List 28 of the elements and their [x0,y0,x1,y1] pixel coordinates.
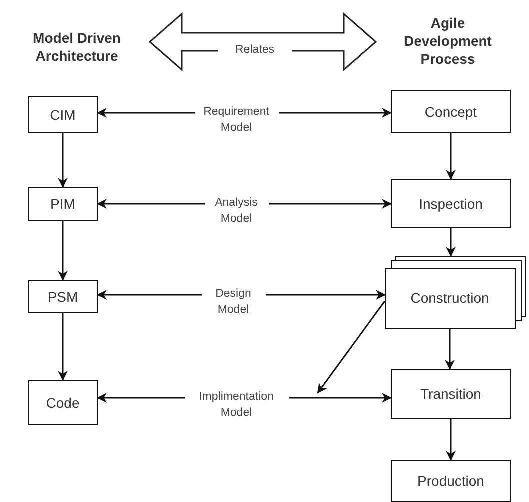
process-box [391,369,511,419]
multi-document-box [385,256,527,330]
process-box [28,96,98,133]
process-box [28,380,98,425]
box-label: Code [46,394,80,410]
arrow [446,228,456,257]
arrow [446,133,456,180]
process-box [28,187,98,221]
box-label: PSM [48,288,78,304]
arrow [58,133,68,188]
box-label: Transition [420,386,482,402]
arrow [445,329,455,370]
arrow [446,419,456,461]
process-box [391,90,511,133]
box-label: Inspection [419,196,483,212]
box-label: Production [418,473,484,489]
heading-text: Model Driven Architecture [32,28,122,66]
heading-text: Agile Development Process [403,14,493,68]
box-label: PIM [50,196,76,212]
process-box [28,280,98,313]
box-label: Construction [410,289,490,308]
arrow [58,221,68,281]
process-box [391,179,511,228]
box-label: Concept [424,104,478,120]
arrow [317,300,386,394]
process-box [391,460,511,502]
arrow [58,313,68,381]
box-label: CIM [50,106,76,122]
